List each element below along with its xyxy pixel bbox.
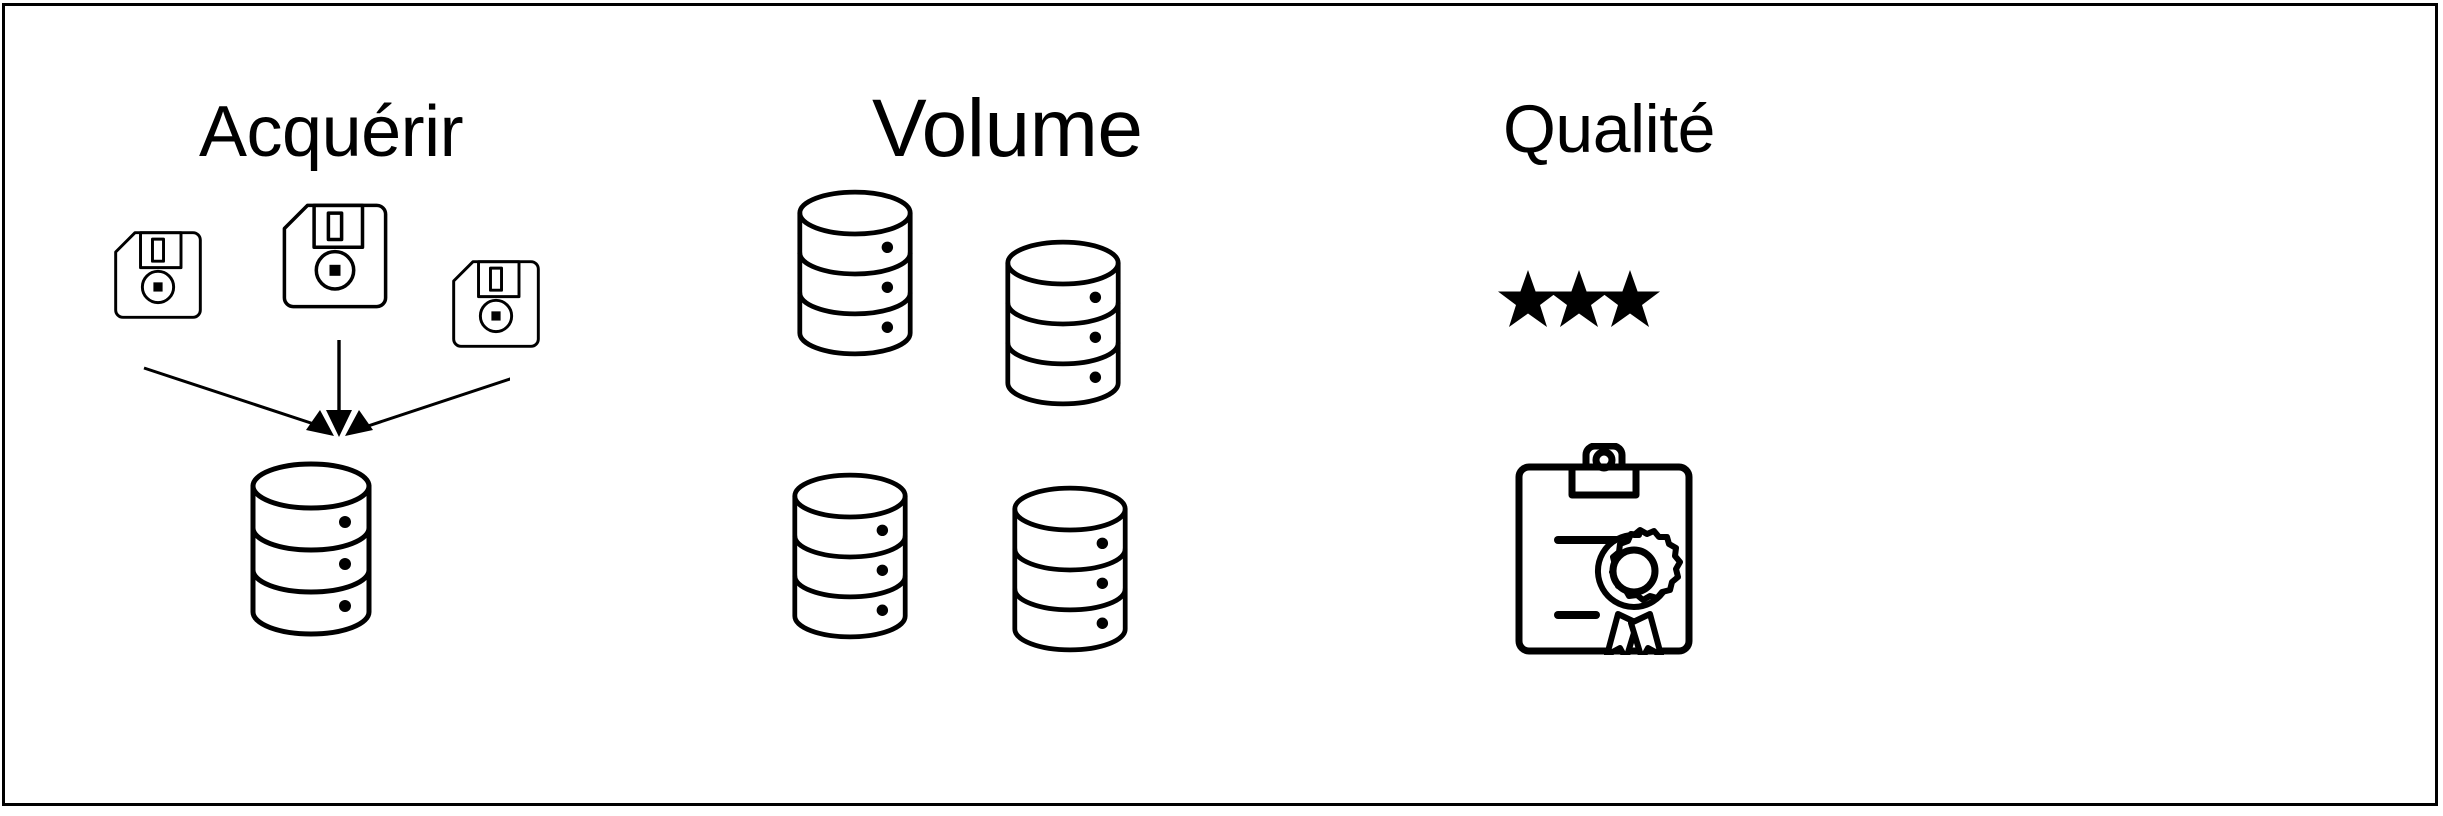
panel-title-acquerir: Acquérir <box>199 92 464 172</box>
arrow-down-icon <box>143 366 334 436</box>
star-icon <box>1600 270 1660 327</box>
database-icon <box>796 187 914 359</box>
floppy-disk-icon <box>450 258 542 350</box>
database-icon <box>1004 237 1122 409</box>
database-icon <box>1011 483 1129 655</box>
panel-title-qualite: Qualité <box>1503 91 1715 167</box>
database-icon <box>249 460 373 638</box>
database-icon <box>791 470 909 642</box>
award-rosette-icon <box>1595 527 1683 655</box>
arrow-down-icon <box>345 377 510 436</box>
clipboard-award-icon <box>1514 443 1694 655</box>
arrow-down-icon <box>326 340 352 437</box>
floppy-disk-icon <box>112 229 204 321</box>
star-rating-group <box>1498 268 1660 332</box>
floppy-disk-icon <box>280 201 390 311</box>
panel-title-volume: Volume <box>872 83 1143 174</box>
diagram-frame-border <box>2 3 2438 806</box>
arrow-group-converging <box>90 340 510 460</box>
star-icon <box>1498 270 1558 327</box>
star-icon <box>1549 270 1609 327</box>
